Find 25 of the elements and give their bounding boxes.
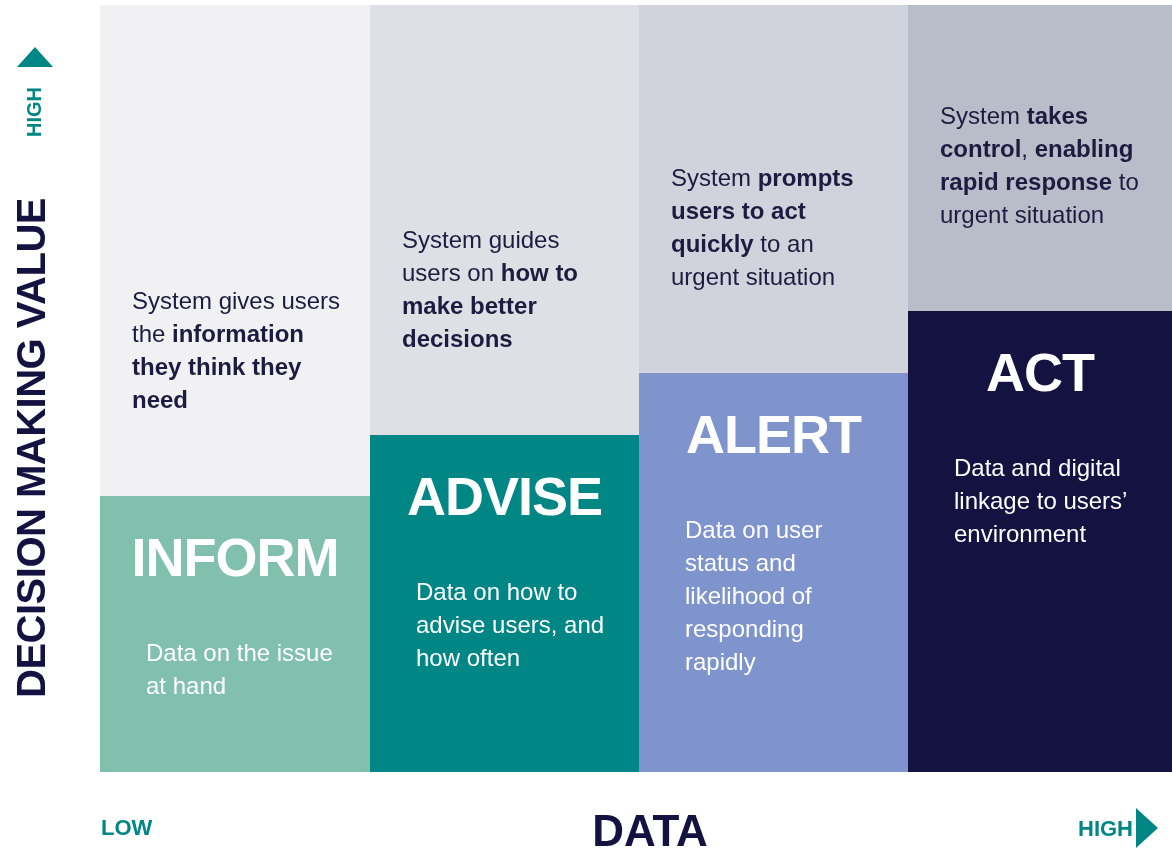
axis-end-label: LOW [101,815,153,841]
description-text: System guides users on how to make better decisions [402,225,580,354]
axis-title: DECISION MAKING VALUE [8,198,54,698]
level-card [370,435,639,772]
description-text: System takes control, enabling rapid response to urgent situation [940,101,1140,230]
level-card [639,373,908,772]
description-text: System gives users the information they think they need [132,286,342,415]
level-description: Data on the issue at hand [146,638,334,701]
level-title: ALERT [685,403,863,465]
panel [639,5,908,373]
level-card [908,311,1172,772]
level-description: Data on how to advise users, and how often [416,577,606,673]
panel [100,5,370,496]
axis-end-label: HIGH [1078,816,1133,842]
description-text: System prompts users to act quickly to an urgent situation [671,163,855,292]
panel [908,5,1172,311]
axis-title: DATA [592,806,708,854]
level-title: ACT [985,341,1096,403]
level-description: Data and digital linkage to users’ environment [954,453,1128,549]
axis-end-label: HIGH [22,87,46,137]
level-title: INFORM [130,526,340,588]
level-title: ADVISE [405,465,604,527]
panel [370,5,639,435]
level-description: Data on user status and likelihood of responding rapidly [685,515,824,677]
level-card [100,496,370,772]
